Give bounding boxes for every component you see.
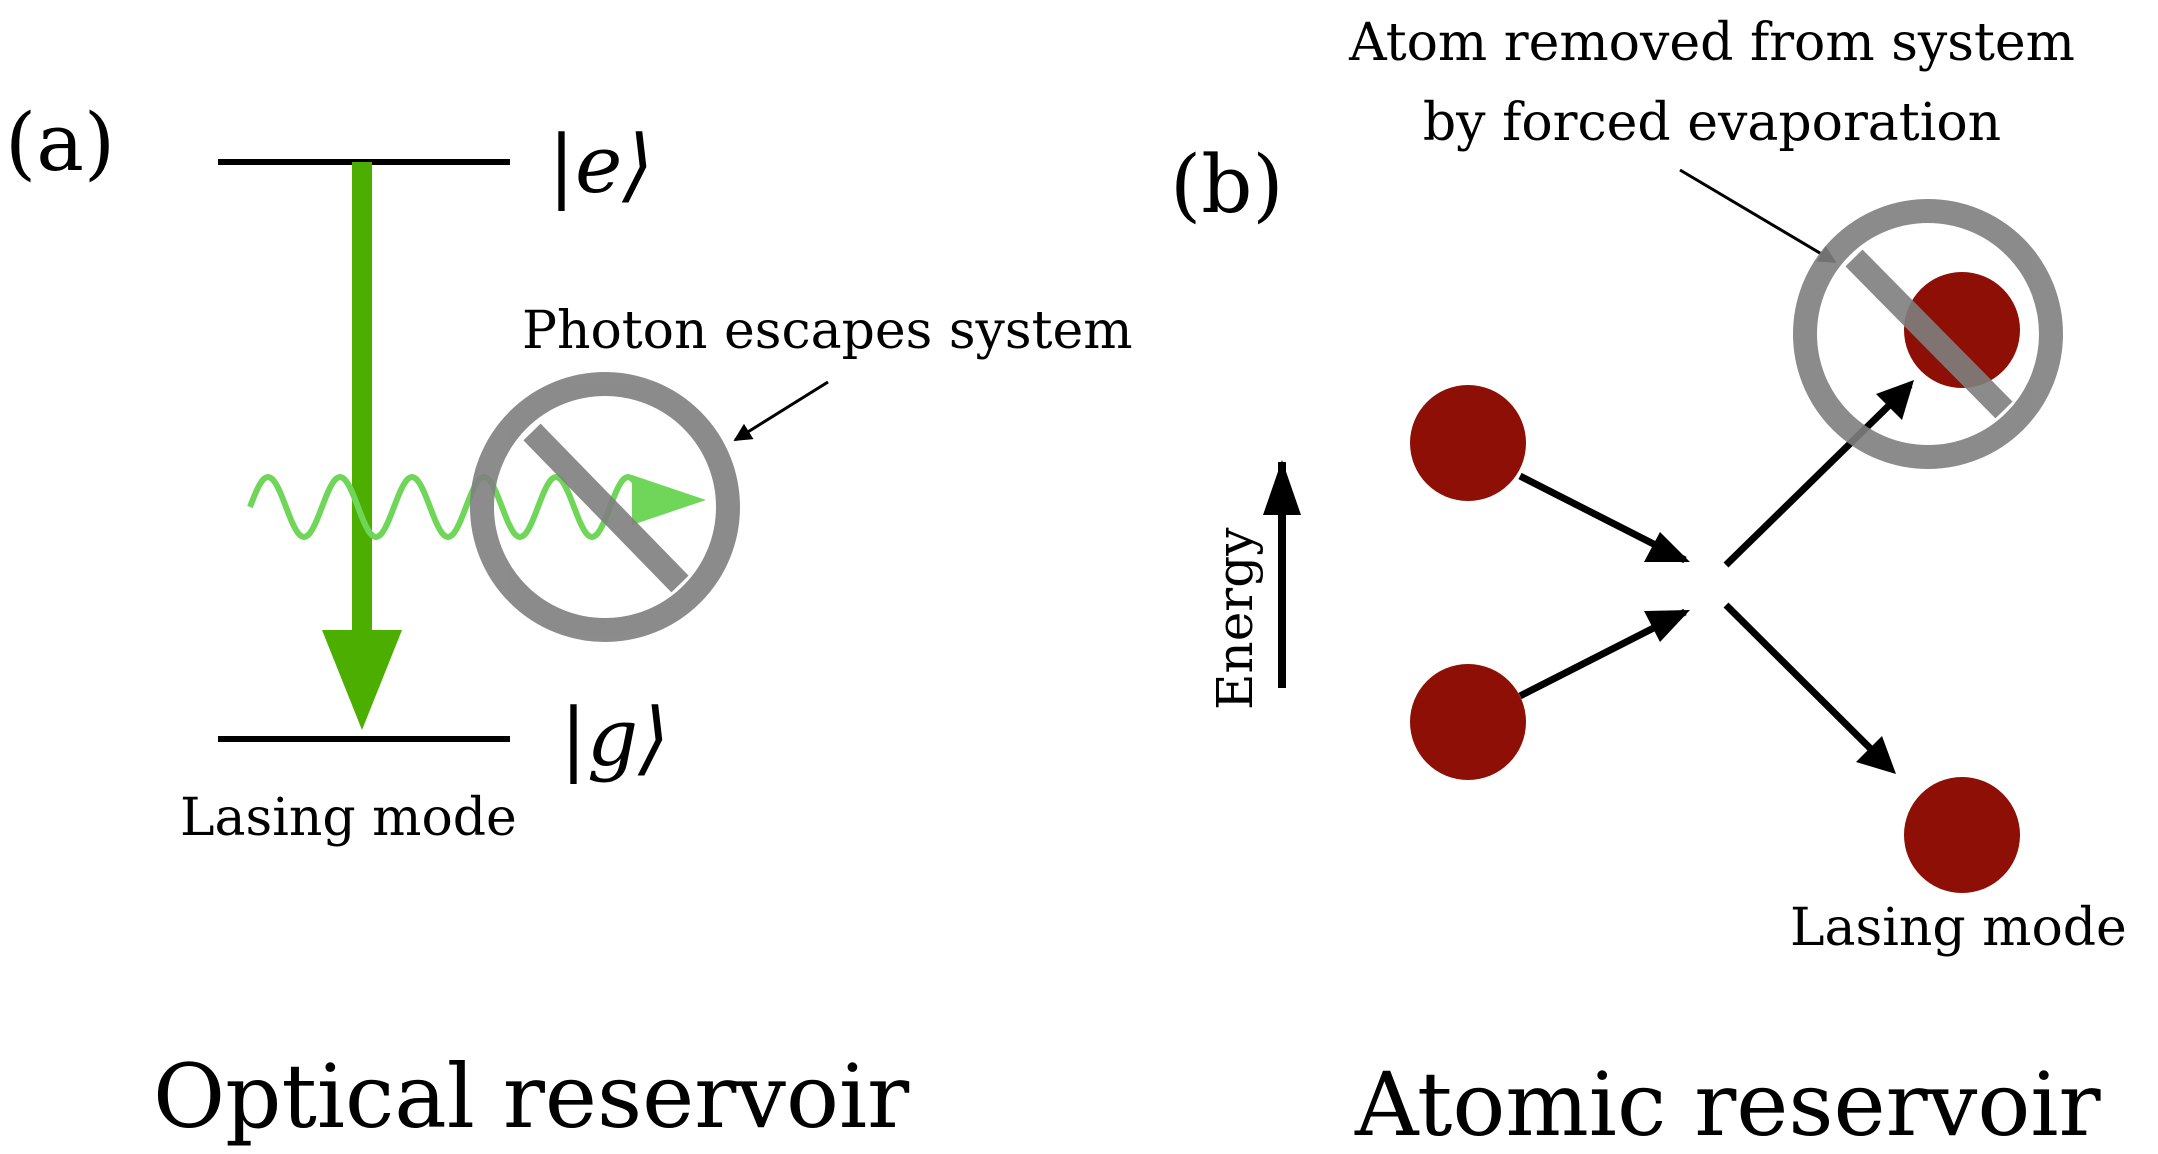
energy-axis: Energy (1206, 460, 1301, 710)
panel-b-lasing-mode-label: Lasing mode (1790, 898, 2127, 958)
atom-removed-annotation-line1: Atom removed from system (1348, 13, 2075, 73)
photon-arrow-head (632, 475, 706, 525)
panel-b-caption: Atomic reservoir (1354, 1053, 2101, 1154)
energy-axis-arrowhead (1263, 460, 1301, 515)
photon-escape-annotation: Photon escapes system (522, 301, 1133, 361)
arrow-out-lasing (1723, 602, 1893, 771)
ground-state-ket: |g⟩ (560, 691, 669, 784)
atom-annotation-pointer (1679, 168, 1837, 264)
arrow-upper-left-in-head (1644, 532, 1690, 562)
atom-upper-left (1410, 385, 1526, 501)
panel-b: (b) Atom removed from system by forced e… (1170, 13, 2127, 1154)
atom-evaporated (1904, 272, 2020, 388)
arrow-out-evaporated-head (1876, 380, 1914, 420)
panel-a-lasing-mode-label: Lasing mode (180, 788, 517, 848)
atom-lasing-mode (1904, 777, 2020, 893)
atom-prohibition-icon (1793, 199, 2063, 469)
photon-annotation-pointer (733, 380, 829, 442)
transition-arrow-shaft (352, 162, 372, 632)
atom-removed-annotation-line2: by forced evaporation (1423, 93, 2001, 153)
photon-wave (247, 473, 643, 541)
arrow-out-evaporated (1723, 382, 1913, 568)
photon-prohibition-icon (470, 372, 740, 642)
arrow-lower-left-in-head (1644, 610, 1690, 642)
transition-arrow-head (322, 630, 402, 730)
arrow-out-lasing-head (1856, 736, 1896, 774)
panel-b-label: (b) (1170, 138, 1284, 231)
collision-arrows (1518, 380, 1914, 774)
energy-axis-label: Energy (1206, 527, 1264, 710)
atom-lower-left (1410, 664, 1526, 780)
panel-a: (a) |e⟩ |g⟩ Photon escapes system Lasing… (5, 96, 1133, 1148)
excited-state-ket: |e⟩ (548, 118, 654, 211)
panel-a-label: (a) (5, 96, 115, 189)
panel-a-caption: Optical reservoir (153, 1045, 910, 1148)
